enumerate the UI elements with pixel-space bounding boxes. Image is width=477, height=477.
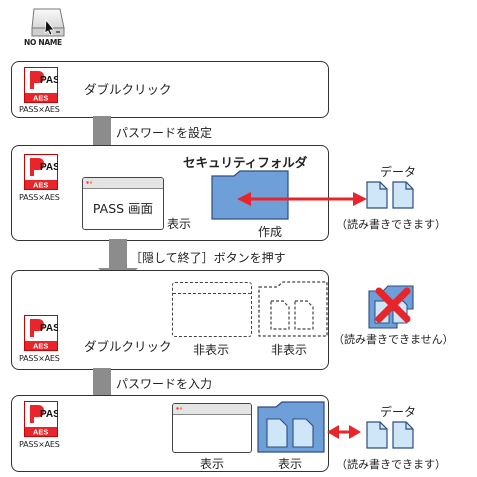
data-readwrite-caption: （読み書きできます） <box>336 458 446 471</box>
data-title: データ <box>380 165 417 179</box>
enter-password-label: パスワードを入力 <box>116 377 213 391</box>
file-icon <box>366 181 388 209</box>
pass-aes-logo: PASS AES <box>24 154 58 190</box>
data-blocked-caption: （読み書きできません） <box>333 333 454 346</box>
x-mark-icon <box>375 287 411 323</box>
logo-caption: PASS×AES <box>19 193 60 202</box>
file-icon <box>392 181 414 209</box>
stage-hidden: PASS AES PASS×AES ダブルクリック 非表示 非表示 <box>11 270 329 370</box>
drive[interactable]: NO NAME <box>24 6 70 52</box>
svg-text:PASS: PASS <box>40 75 58 86</box>
folder-icon[interactable] <box>256 401 326 453</box>
svg-text:AES: AES <box>33 94 48 103</box>
security-folder-title: セキュリティフォルダ <box>183 155 308 170</box>
hide-exit-label: ［隠して終了］ボタンを押す <box>130 251 286 265</box>
window-shown-caption: 表示 <box>167 217 192 231</box>
data-title: データ <box>380 405 417 419</box>
folder-shown-caption: 表示 <box>278 457 303 471</box>
double-click-label: ダブルクリック <box>84 339 172 354</box>
pass-aes-logo: PASS AES <box>24 401 58 437</box>
file-icon <box>366 421 388 449</box>
svg-text:PASS: PASS <box>40 162 58 173</box>
pass-window[interactable]: PASS 画面 <box>82 177 164 230</box>
double-arrow-icon <box>327 425 361 439</box>
double-click-label: ダブルクリック <box>84 82 172 97</box>
folder-created-caption: 作成 <box>258 225 283 239</box>
svg-text:AES: AES <box>33 181 48 190</box>
double-arrow-icon <box>237 192 367 206</box>
window-hidden-caption: 非表示 <box>193 343 230 357</box>
file-icon <box>392 421 414 449</box>
shown-window[interactable] <box>172 403 252 453</box>
hidden-folder-icon <box>258 281 328 337</box>
svg-text:PASS: PASS <box>40 409 58 420</box>
hidden-window <box>172 282 252 337</box>
svg-text:PASS: PASS <box>40 323 58 334</box>
pass-window-label: PASS 画面 <box>92 201 154 216</box>
svg-text:AES: AES <box>33 428 48 437</box>
stage-shown: PASS AES PASS×AES 表示 表示 <box>11 395 329 472</box>
drive-label: NO NAME <box>24 38 62 47</box>
drive-icon <box>31 8 65 37</box>
set-password-label: パスワードを設定 <box>116 126 213 140</box>
stage-double-click: PASS AES PASS×AES ダブルクリック <box>11 61 329 118</box>
pass-aes-logo: PASS AES <box>24 315 58 351</box>
logo-caption: PASS×AES <box>19 440 60 449</box>
logo-caption: PASS×AES <box>19 354 60 363</box>
window-shown-caption: 表示 <box>200 457 225 471</box>
logo-caption: PASS×AES <box>19 105 60 114</box>
svg-text:AES: AES <box>33 342 48 351</box>
folder-hidden-caption: 非表示 <box>271 343 308 357</box>
data-readwrite-caption: （読み書きできます） <box>336 218 446 231</box>
stage-security-folder: PASS AES PASS×AES セキュリティフォルダ PASS 画面 表示 … <box>11 145 329 241</box>
pass-aes-logo: PASS AES <box>24 67 58 103</box>
